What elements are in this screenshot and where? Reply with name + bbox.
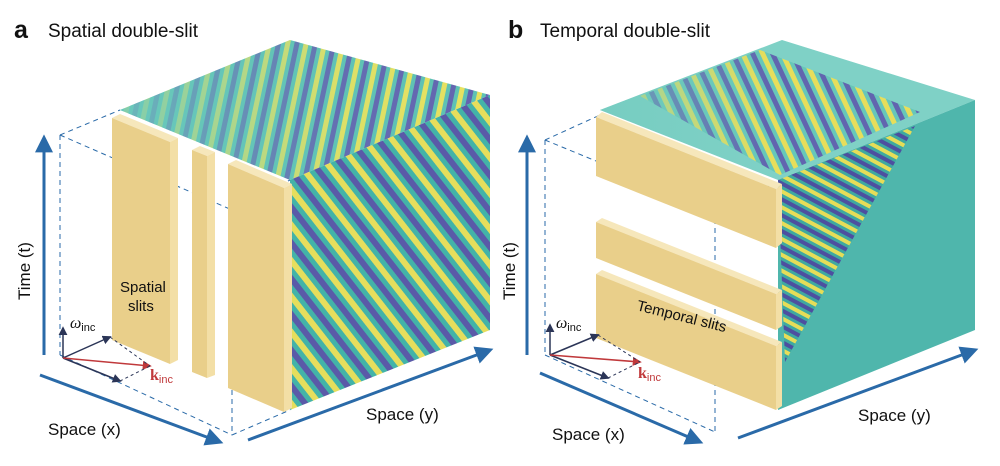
panel-b-y-axis (737, 346, 979, 440)
panel-b-k-label: kinc (638, 365, 661, 384)
panel-a-slits (112, 114, 292, 412)
panel-b-slits (596, 112, 782, 410)
panel-b-x-label: Space (x) (552, 425, 625, 444)
panel-a-title: Spatial double-slit (48, 21, 199, 42)
panel-b-y-label: Space (y) (858, 406, 931, 425)
panel-b-x-axis (539, 371, 704, 445)
panel-a-k-label: kinc (150, 367, 173, 386)
panel-b-letter: b (508, 16, 523, 44)
panel-a-x-axis (39, 373, 224, 446)
panel-a-x-label: Space (x) (48, 420, 121, 439)
panel-a-y-axis (247, 346, 494, 442)
panel-b-time-label: Time (t) (500, 242, 519, 300)
panel-a-slits-label-2: slits (128, 298, 154, 315)
panel-a-cube-side (290, 95, 490, 410)
panel-b-omega-label: ωinc (556, 315, 582, 334)
panel-a-incident-vectors (58, 326, 152, 383)
panel-b-incident-vectors (545, 323, 642, 380)
panel-b: b Temporal double-slit (500, 16, 979, 445)
panel-a-time-label: Time (t) (15, 242, 34, 300)
panel-a-y-label: Space (y) (366, 405, 439, 424)
panel-a-letter: a (14, 16, 29, 44)
panel-a: a Spatial double-slit (14, 16, 494, 446)
panel-a-slits-label-1: Spatial (120, 279, 166, 296)
panel-b-title: Temporal double-slit (540, 21, 711, 42)
panel-a-omega-label: ωinc (70, 315, 96, 334)
